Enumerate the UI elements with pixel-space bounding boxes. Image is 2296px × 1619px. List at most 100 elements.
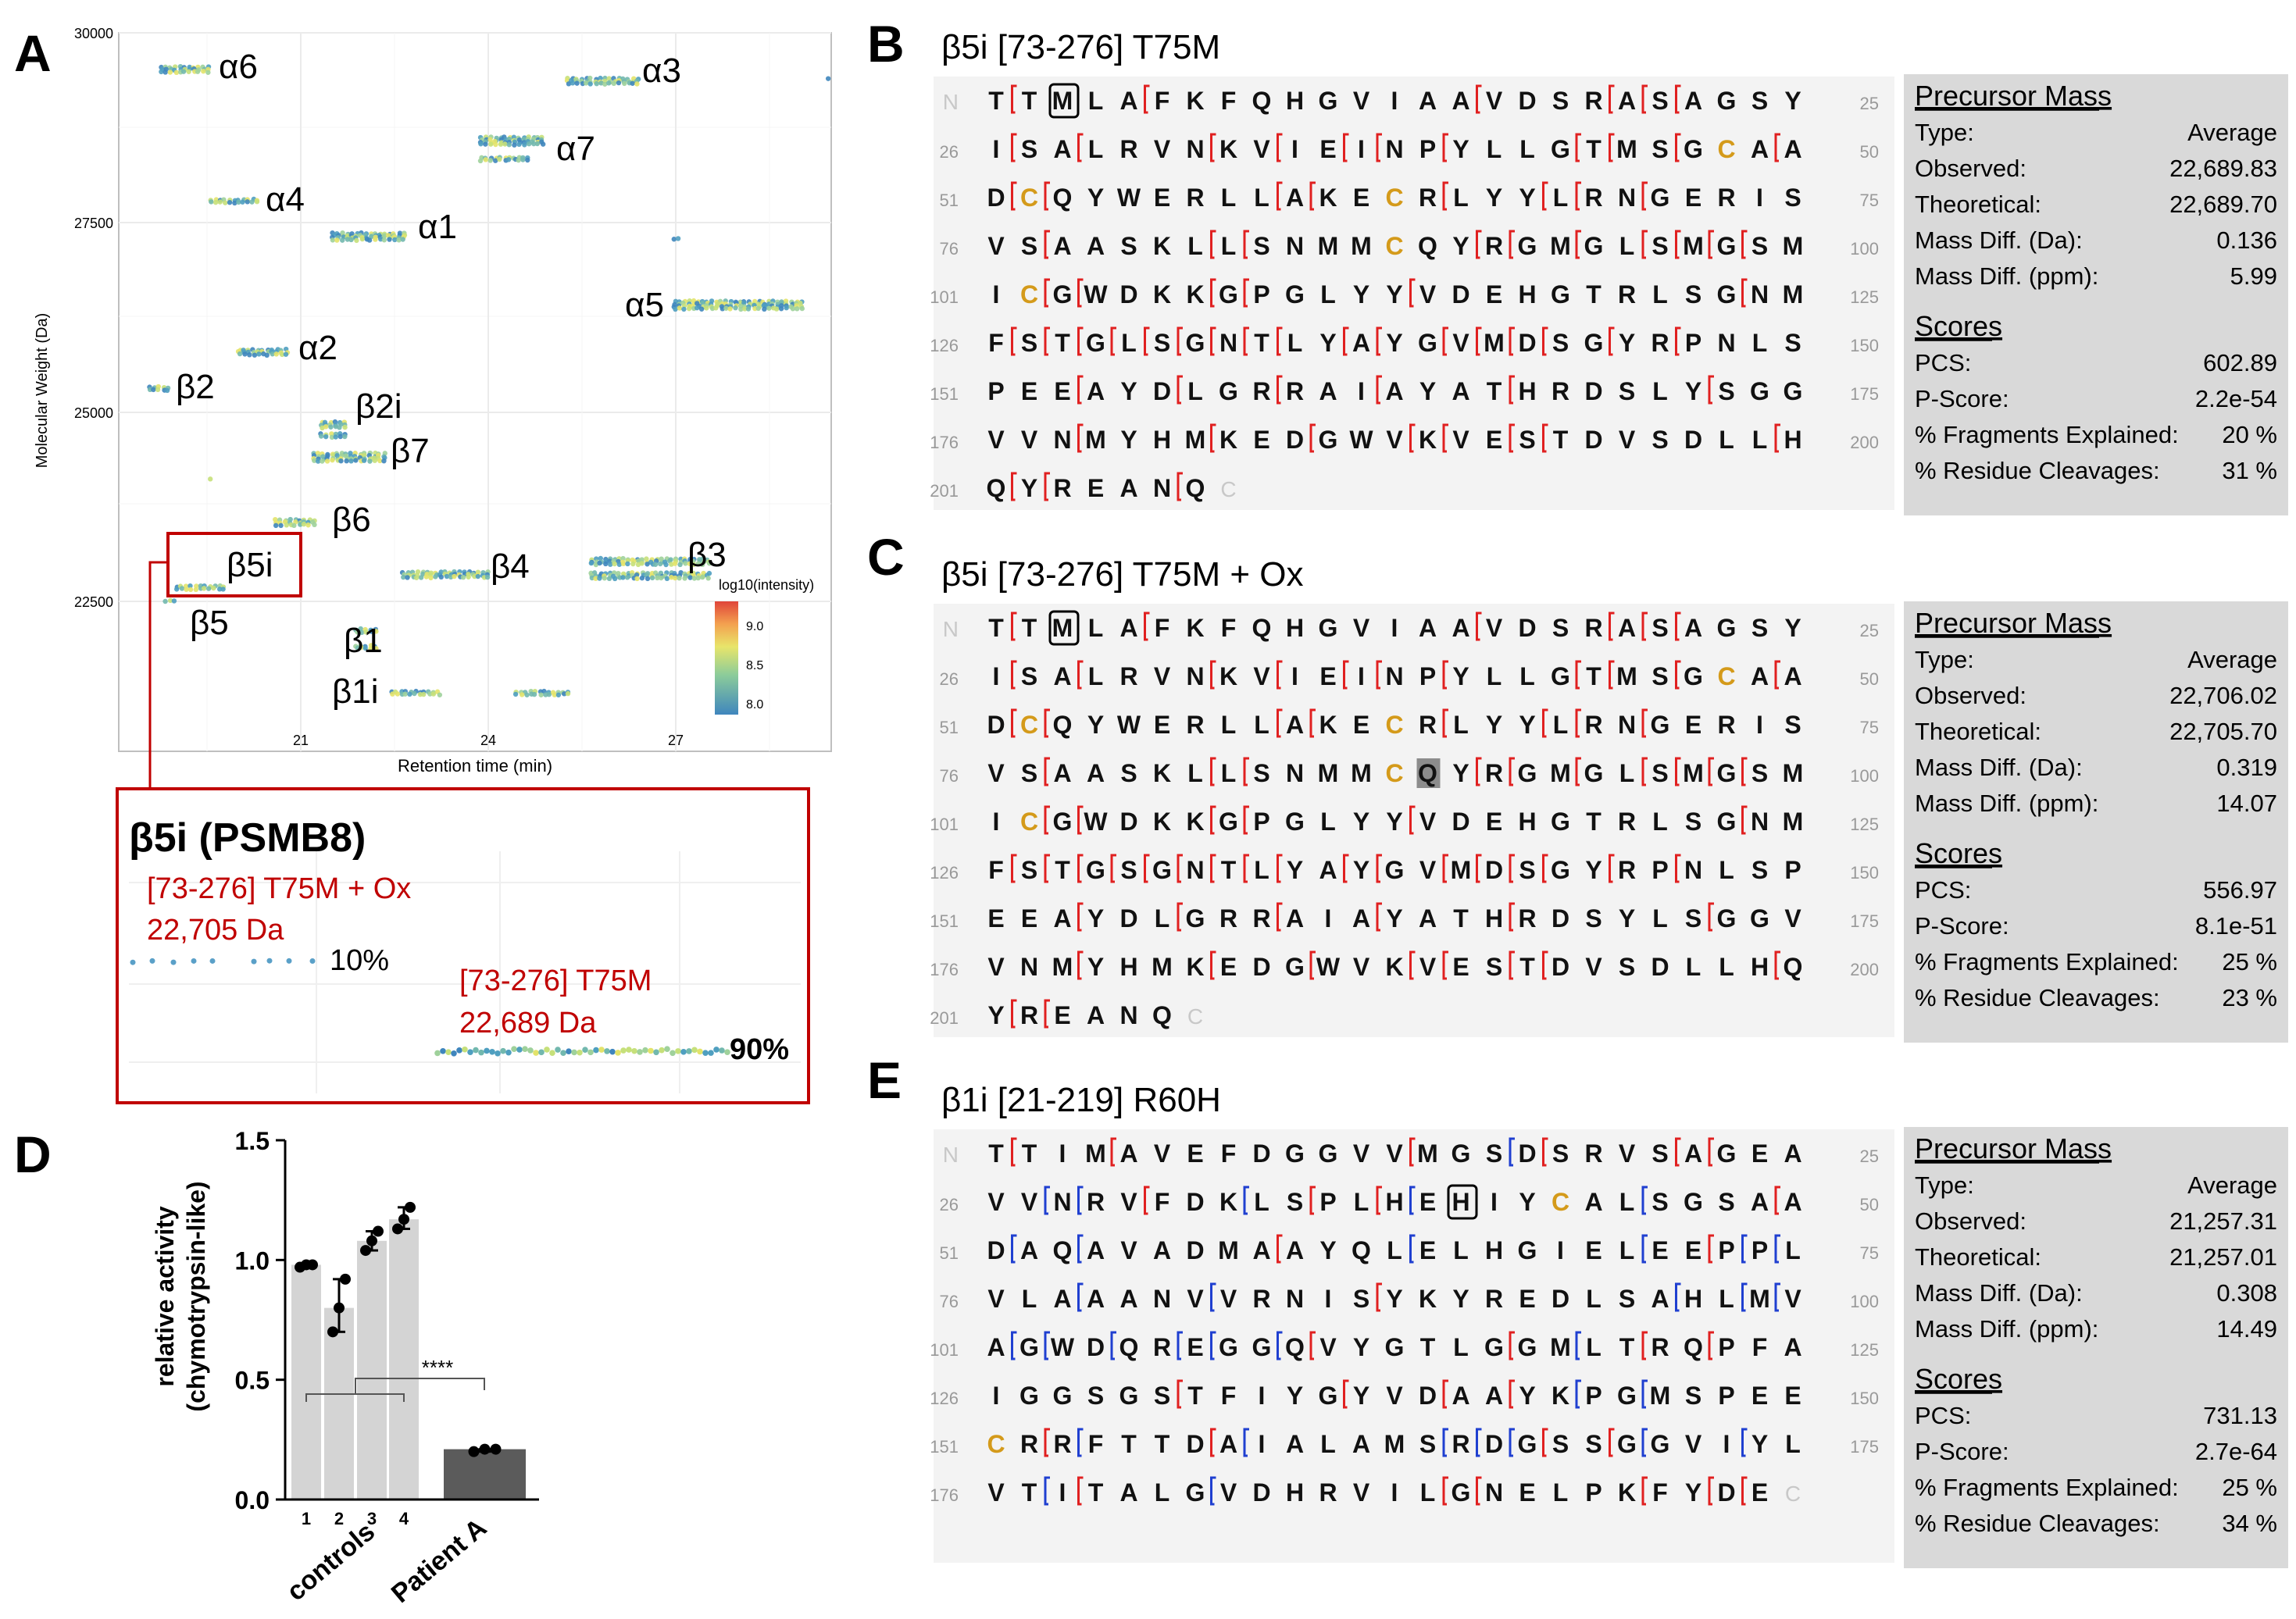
bar-3 [357, 1240, 387, 1500]
residue: M [1085, 426, 1106, 454]
residue: M [1616, 135, 1637, 163]
row-end-number: 50 [1860, 1195, 1879, 1214]
row-end-number: 125 [1850, 815, 1879, 834]
residue: D [1485, 856, 1503, 884]
residue: G [1518, 759, 1537, 787]
residue: D [987, 711, 1005, 739]
residue: T [1055, 329, 1070, 357]
residue: E [1751, 1139, 1768, 1168]
residue: L [1088, 662, 1104, 690]
residue: M [1783, 759, 1804, 787]
residue: Y [1486, 184, 1502, 212]
residue: L [1719, 1285, 1734, 1313]
residue: S [1552, 1139, 1569, 1168]
residue: G [1518, 232, 1537, 260]
residue: R [1119, 662, 1137, 690]
residue: H [1485, 904, 1503, 933]
residue: V [1253, 135, 1270, 163]
residue: G [1484, 1333, 1504, 1361]
data-point [490, 1443, 502, 1455]
residue: I [1358, 135, 1365, 163]
residue: L [1221, 759, 1237, 787]
residue: R [1153, 1333, 1171, 1361]
residue: G [1319, 426, 1338, 454]
precursor-value: 0.308 [2216, 1279, 2277, 1307]
precursor-key: Type: [1915, 646, 1974, 673]
residue: S [1552, 1430, 1569, 1458]
row-start-number: 126 [930, 336, 959, 355]
residue: S [1751, 87, 1768, 115]
residue: T [988, 614, 1004, 642]
residue: S [1021, 856, 1037, 884]
residue: Q [1152, 1001, 1172, 1029]
residue: E [1021, 377, 1037, 405]
residue: V [1585, 953, 1602, 981]
residue: G [1518, 1430, 1537, 1458]
x-tick-label: 21 [293, 733, 309, 748]
residue: Y [1353, 1382, 1369, 1410]
residue: E [1751, 1478, 1768, 1507]
residue: S [1685, 904, 1701, 933]
row-start-number: 151 [930, 911, 959, 931]
residue: A [1119, 1285, 1137, 1313]
residue: K [1186, 280, 1204, 308]
residue: Q [1252, 87, 1272, 115]
residue: V [1386, 1139, 1403, 1168]
residue: P [1253, 280, 1269, 308]
precursor-value: 14.07 [2216, 790, 2277, 817]
residue: Y [1784, 87, 1801, 115]
residue: G [1717, 614, 1737, 642]
residue: K [1319, 184, 1337, 212]
residue: M [1783, 232, 1804, 260]
residue: R [1584, 711, 1602, 739]
residue: L [1752, 329, 1768, 357]
residue: T [1155, 1430, 1170, 1458]
row-start-number: 201 [930, 481, 959, 501]
residue: V [987, 1188, 1005, 1216]
residue: G [1019, 1382, 1039, 1410]
residue: R [1319, 1478, 1337, 1507]
residue: G [1285, 1139, 1305, 1168]
residue: G [1086, 856, 1105, 884]
row-end-number: 25 [1860, 94, 1879, 113]
residue: L [1652, 808, 1668, 836]
row-end-number: 100 [1850, 766, 1879, 786]
panel-letter-d: D [14, 1125, 52, 1183]
subunit-label-b6: β6 [332, 501, 371, 539]
residue: D [1651, 953, 1669, 981]
residue: T [1586, 135, 1601, 163]
residue: A [1286, 1236, 1304, 1264]
residue: A [1053, 662, 1071, 690]
subunit-label-b4: β4 [491, 547, 530, 586]
residue: E [1486, 280, 1502, 308]
residue: G [1285, 808, 1305, 836]
panel-letter-e: E [867, 1051, 902, 1109]
residue: N [1751, 808, 1769, 836]
score-key: P-Score: [1915, 1438, 2009, 1465]
residue: C [1717, 662, 1735, 690]
residue: V [1353, 614, 1370, 642]
residue: L [1088, 614, 1104, 642]
residue: V [1386, 426, 1403, 454]
residue: G [1319, 1139, 1338, 1168]
residue: G [1319, 87, 1338, 115]
legend-tick-8.5: 8.5 [746, 659, 763, 672]
residue: I [1259, 1430, 1266, 1458]
residue: C [1551, 1188, 1569, 1216]
residue: V [1220, 1478, 1237, 1507]
residue: D [1684, 426, 1702, 454]
residue: F [988, 856, 1004, 884]
residue: A [1452, 377, 1469, 405]
row-end-number: 100 [1850, 239, 1879, 259]
residue: Y [1386, 904, 1402, 933]
residue: L [1155, 904, 1170, 933]
score-value: 25 % [2222, 1474, 2277, 1501]
precursor-key: Observed: [1915, 155, 2026, 182]
residue: Q [1053, 711, 1073, 739]
residue: G [1452, 1478, 1471, 1507]
residue: T [1022, 614, 1037, 642]
residue: S [1021, 135, 1037, 163]
residue: C [1385, 184, 1403, 212]
residue: M [1550, 1333, 1571, 1361]
